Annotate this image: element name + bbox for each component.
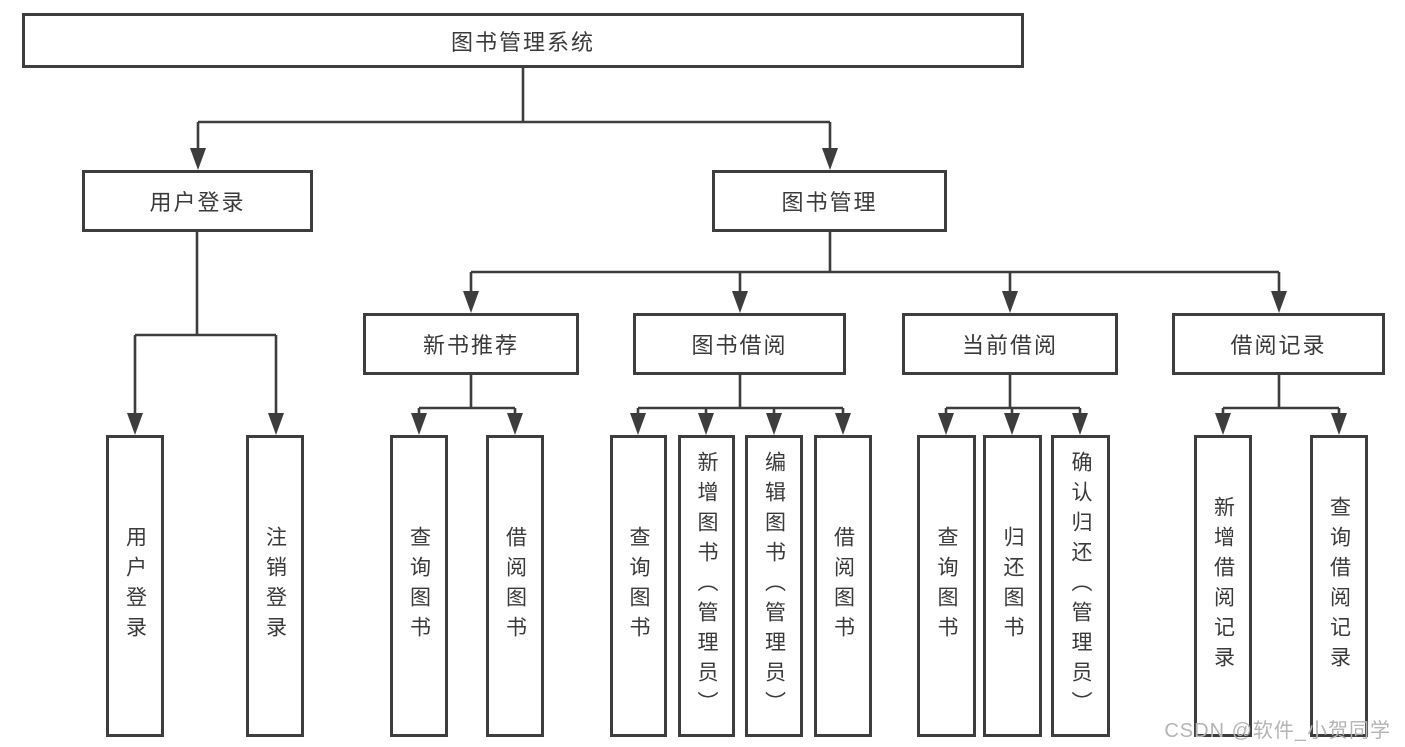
node-user-login: 用户登录 [82, 170, 313, 232]
leaf-add-books-admin: 新增图书（管理员） [678, 435, 735, 737]
node-label: 查询图书 [627, 526, 650, 646]
node-label: 借阅图书 [831, 526, 855, 646]
leaf-confirm-return-admin: 确认归还（管理员） [1051, 435, 1110, 737]
node-label: 当前借阅 [961, 333, 1058, 358]
node-label: 借阅记录 [1230, 333, 1327, 358]
node-book-management: 图书管理 [712, 170, 947, 232]
node-label: 图书管理系统 [450, 29, 595, 55]
node-borrowing-records: 借阅记录 [1172, 313, 1385, 375]
leaf-borrow-books: 借阅图书 [486, 435, 544, 737]
node-library-management-system: 图书管理系统 [22, 13, 1024, 68]
node-label: 用户登录 [123, 526, 147, 646]
leaf-user-login: 用户登录 [106, 435, 164, 737]
leaf-return-books: 归还图书 [983, 435, 1042, 737]
node-label: 新增图书（管理员） [695, 451, 718, 721]
node-label: 编辑图书（管理员） [762, 451, 786, 721]
node-current-borrowing: 当前借阅 [902, 313, 1118, 375]
node-label: 用户登录 [149, 190, 246, 215]
node-label: 图书借阅 [691, 333, 788, 358]
node-label: 查询图书 [935, 526, 958, 646]
leaf-query-books: 查询图书 [610, 435, 667, 737]
node-label: 确认归还（管理员） [1069, 451, 1092, 721]
node-book-borrowing: 图书借阅 [633, 313, 846, 375]
node-label: 查询图书 [407, 526, 431, 646]
node-label: 新增借阅记录 [1211, 496, 1235, 676]
leaf-logout: 注销登录 [246, 435, 304, 737]
node-label: 查询借阅记录 [1327, 496, 1351, 676]
node-new-book-recommendation: 新书推荐 [363, 313, 579, 375]
node-label: 借阅图书 [503, 526, 527, 646]
leaf-query-borrow-record: 查询借阅记录 [1310, 435, 1368, 737]
leaf-query-books: 查询图书 [917, 435, 976, 737]
leaf-query-books: 查询图书 [390, 435, 448, 737]
leaf-add-borrow-record: 新增借阅记录 [1194, 435, 1252, 737]
node-label: 图书管理 [781, 190, 878, 215]
leaf-borrow-books: 借阅图书 [814, 435, 872, 737]
node-label: 注销登录 [263, 526, 287, 646]
node-label: 归还图书 [1001, 526, 1024, 646]
node-label: 新书推荐 [422, 333, 519, 358]
leaf-edit-books-admin: 编辑图书（管理员） [745, 435, 803, 737]
csdn-watermark: CSDN @软件_小贺同学 [1164, 720, 1391, 742]
